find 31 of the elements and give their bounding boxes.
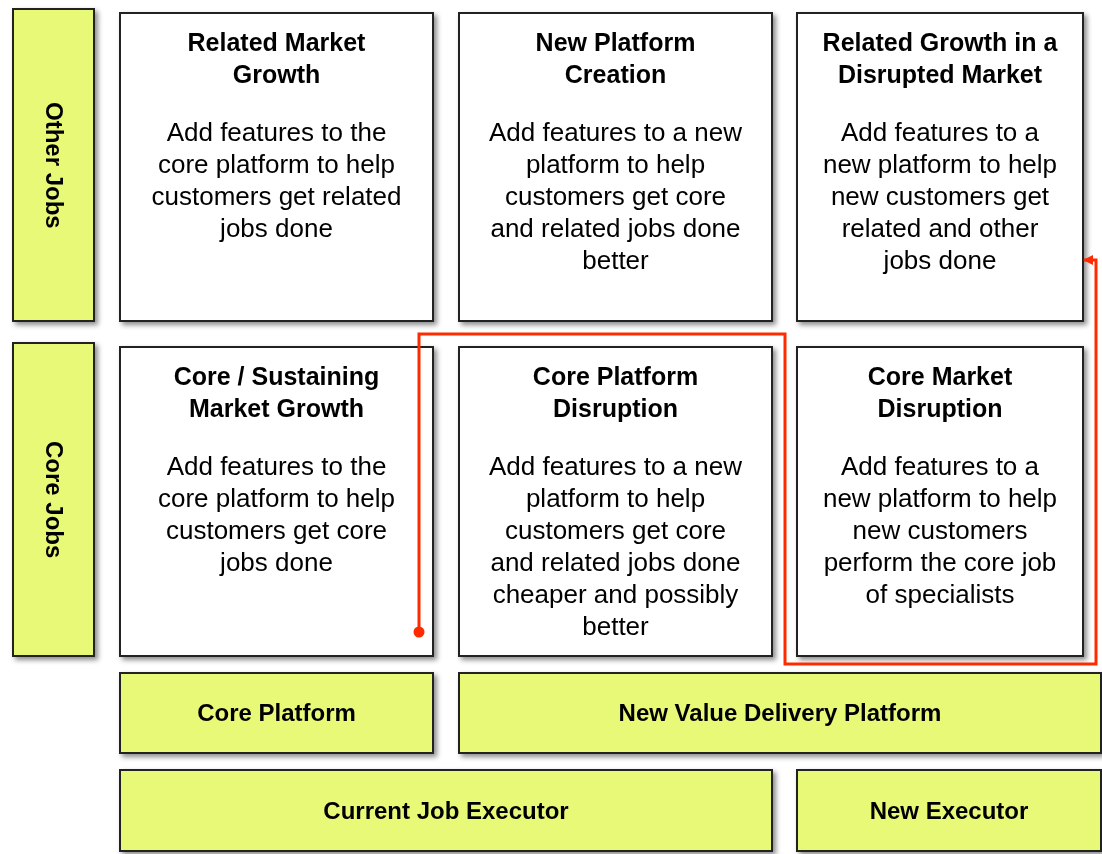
cell-description: Add features to the core platform to help customers get related jobs done xyxy=(150,116,403,244)
column-header-bar xyxy=(119,672,434,754)
matrix-cell xyxy=(796,12,1084,322)
column-header-bar xyxy=(458,672,1102,754)
cell-heading: Related Growth in a Disrupted Market xyxy=(821,27,1059,90)
cell-description: Add features to a new platform to help customers get core and related jobs done cheaper and possibly better xyxy=(488,450,743,642)
cell-heading: Core Platform Disruption xyxy=(531,361,700,424)
header-label: New Value Delivery Platform xyxy=(618,698,942,728)
cell-description: Add features to a new platform to help customers get core and related jobs done better xyxy=(488,116,743,276)
cell-heading: New Platform Creation xyxy=(534,27,697,90)
row-header-bar xyxy=(12,8,95,322)
arrow xyxy=(413,255,1098,666)
row-header-bar xyxy=(12,342,95,657)
matrix-cell xyxy=(458,346,773,657)
matrix-cell xyxy=(119,346,434,657)
cell-description: Add features to the core platform to help customers get core jobs done xyxy=(157,450,396,578)
header-label: Current Job Executor xyxy=(323,795,569,826)
column-header-bar xyxy=(796,769,1102,852)
header-label: New Executor xyxy=(869,795,1029,826)
matrix-cell xyxy=(458,12,773,322)
cell-description: Add features to a new platform to help new customers perform the core job of specialists xyxy=(821,450,1059,610)
header-label: Core Jobs xyxy=(39,440,69,559)
matrix-cell xyxy=(119,12,434,322)
header-label: Other Jobs xyxy=(39,101,69,229)
cell-description: Add features to a new platform to help new customers get related and other jobs done xyxy=(821,116,1059,276)
matrix-cell xyxy=(796,346,1084,657)
header-label: Core Platform xyxy=(197,698,356,728)
column-header-bar xyxy=(119,769,773,852)
cell-heading: Core / Sustaining Market Growth xyxy=(172,361,381,424)
cell-heading: Related Market Growth xyxy=(186,27,367,90)
cell-heading: Core Market Disruption xyxy=(866,361,1014,424)
